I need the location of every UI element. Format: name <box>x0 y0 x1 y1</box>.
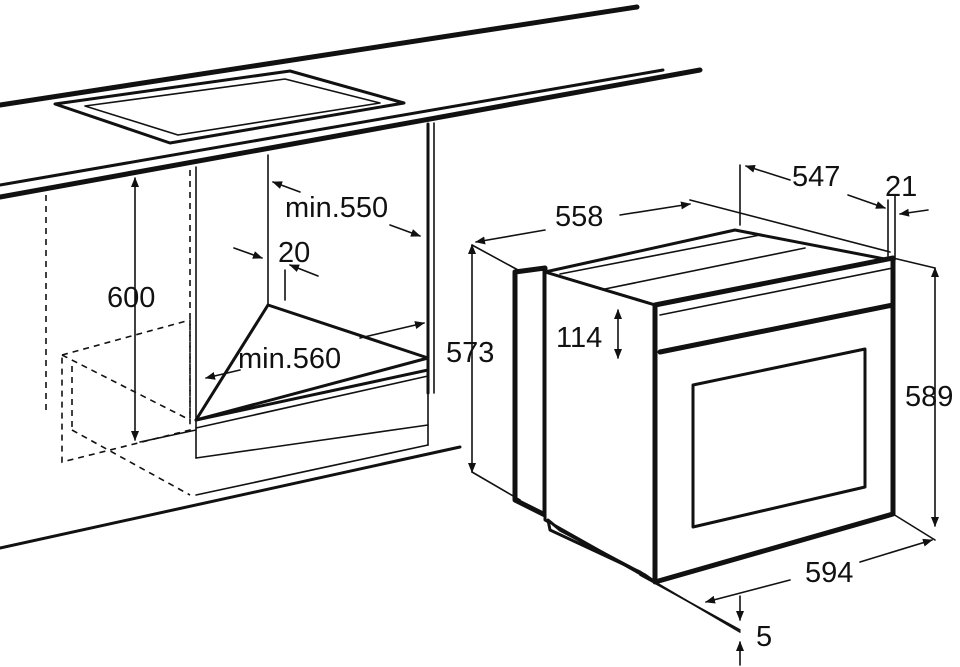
label-front-width: 594 <box>805 557 853 589</box>
label-bottom-offset: 5 <box>756 621 772 653</box>
label-control-panel-height: 114 <box>556 322 602 354</box>
hob <box>53 69 406 145</box>
label-oven-body-depth: 547 <box>792 161 840 193</box>
label-oven-height-body: 573 <box>446 337 494 369</box>
dimension-labels: 600 min.550 20 min.560 558 547 21 573 11… <box>107 161 953 653</box>
label-gap: 20 <box>278 237 310 269</box>
dimension-lines <box>131 164 939 666</box>
label-cabinet-height: 600 <box>107 282 155 314</box>
countertop <box>0 4 703 200</box>
label-niche-width: min.560 <box>238 343 341 375</box>
label-niche-depth: min.550 <box>285 192 388 224</box>
label-front-height: 589 <box>905 381 953 413</box>
label-front-offset: 21 <box>885 171 917 203</box>
oven <box>512 228 896 585</box>
cabinet-niche <box>0 122 462 550</box>
label-oven-depth-total: 558 <box>555 201 603 233</box>
